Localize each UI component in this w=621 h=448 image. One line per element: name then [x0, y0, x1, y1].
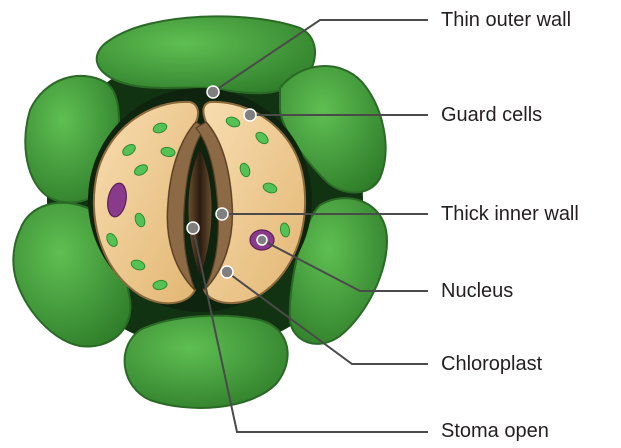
- dot-nucleus: [257, 235, 267, 245]
- dot-thick-inner-wall: [216, 208, 228, 220]
- label-thin-outer-wall: Thin outer wall: [441, 10, 571, 30]
- epidermal-cell-top: [97, 16, 315, 93]
- epidermal-cell-bottom: [125, 316, 288, 408]
- label-stoma-open: Stoma open: [441, 421, 549, 441]
- dot-stoma-open: [187, 222, 199, 234]
- label-guard-cells: Guard cells: [441, 105, 542, 125]
- dot-thin-outer-wall: [207, 86, 219, 98]
- dot-guard-cells: [244, 109, 256, 121]
- dot-chloroplast: [221, 266, 233, 278]
- label-chloroplast: Chloroplast: [441, 354, 542, 374]
- label-thick-inner-wall: Thick inner wall: [441, 204, 579, 224]
- label-nucleus: Nucleus: [441, 281, 513, 301]
